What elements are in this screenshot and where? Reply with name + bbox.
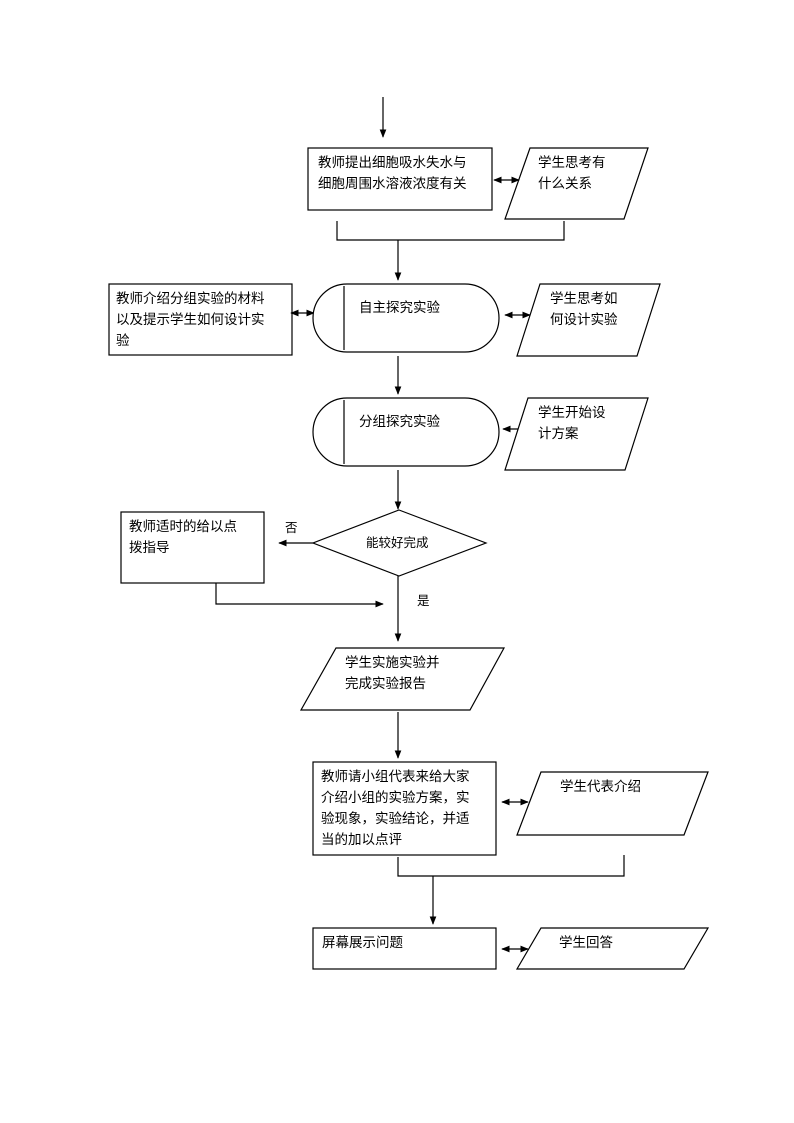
teacher-intro-materials-box (108, 283, 293, 356)
no-label: 否 (285, 520, 298, 535)
student-think-design-text: 学生思考如 何设计实验 (550, 291, 618, 328)
teacher-cell-relation-box (307, 147, 493, 211)
screen-show-questions-text: 屏幕展示问题 (322, 935, 403, 951)
teacher-request-present-box (312, 761, 497, 856)
student-start-design-text: 学生开始设 计方案 (538, 405, 606, 442)
independent-exploration-text: 自主探究实验 (359, 300, 440, 316)
student-answer-text: 学生回答 (559, 935, 613, 951)
guidance-return-line (215, 583, 384, 608)
student-think-relation-parallelogram (504, 147, 649, 220)
student-rep-present-text: 学生代表介绍 (560, 779, 641, 795)
yes-label: 是 (417, 593, 430, 608)
decision-text: 能较好完成 (366, 535, 429, 550)
group-exploration-terminal (312, 397, 500, 467)
student-think-relation-text: 学生思考有 什么关系 (538, 155, 606, 192)
independent-exploration-terminal (312, 283, 500, 353)
student-start-design-parallelogram (504, 397, 649, 471)
merge-line-2 (397, 855, 625, 877)
student-rep-present-parallelogram (516, 771, 709, 836)
student-implement-parallelogram (299, 647, 506, 711)
teacher-guidance-text: 教师适时的给以点 拨指导 (129, 519, 237, 556)
decision-diamond (311, 509, 488, 577)
teacher-intro-materials-text: 教师介绍分组实验的材料 以及提示学生如何设计实 验 (116, 291, 265, 349)
teacher-cell-relation-text: 教师提出细胞吸水失水与 细胞周围水溶液浓度有关 (318, 155, 467, 192)
teacher-request-present-text: 教师请小组代表来给大家 介绍小组的实验方案，实 验现象，实验结论，并适 当的加以… (321, 769, 470, 848)
merge-line-1 (336, 221, 565, 241)
student-implement-text: 学生实施实验并 完成实验报告 (345, 655, 440, 692)
teacher-guidance-box (120, 511, 265, 584)
group-exploration-text: 分组探究实验 (359, 414, 440, 430)
student-think-design-parallelogram (516, 283, 661, 357)
screen-show-questions-box (312, 927, 497, 970)
student-answer-parallelogram (515, 927, 710, 970)
